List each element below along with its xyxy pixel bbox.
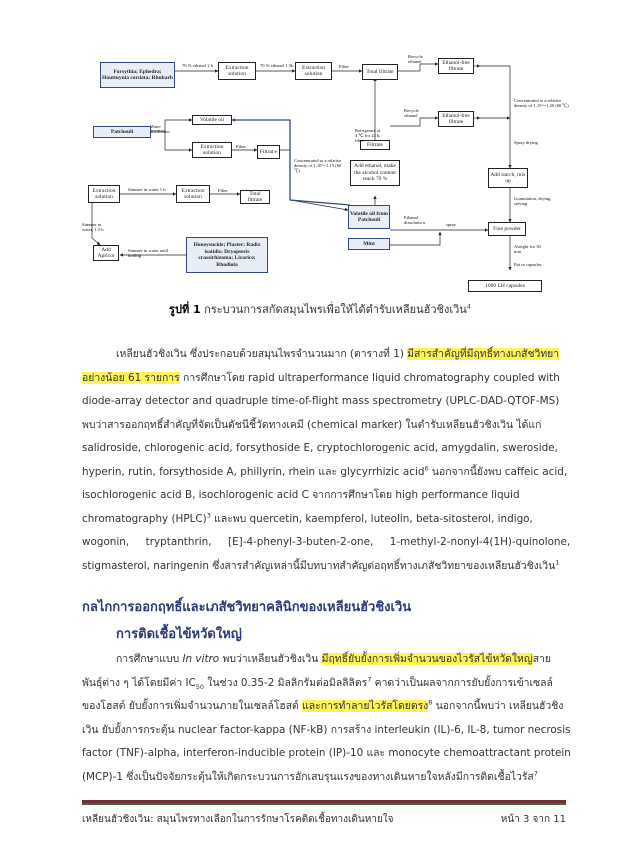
para1-line-6: hyperin, rutin, forsythoside A, phillyri… bbox=[82, 461, 568, 485]
flow-label-filter-3: Filter bbox=[218, 188, 228, 193]
para1-line-8: chromatography (HPLC)3 และพบ quercetin, … bbox=[82, 508, 566, 532]
ref-sup: 6 bbox=[424, 464, 429, 473]
page-number: หน้า 3 จาก 11 bbox=[500, 814, 566, 825]
footer-rule-top bbox=[82, 800, 566, 803]
extraction-solution-1-box: Extraction solution bbox=[218, 62, 256, 80]
flow-label-simmer-1h: Simmer in water 1 h bbox=[128, 187, 166, 192]
extraction-solution-5-box: Extraction solution bbox=[176, 185, 210, 203]
flow-label-simmer-boiling: Simmer in water until boiling bbox=[128, 248, 169, 259]
flow-label-ethanol-1-5h: 70 % ethanol 1.5h bbox=[260, 63, 294, 68]
para2-text: คาดว่าเป็นผลจากการยับยั้งการเข้าเซลล์ bbox=[371, 676, 553, 689]
flow-label-spray: spray bbox=[446, 222, 456, 227]
herbs-group-2-box: Honeysuckle; Plaster; Radix isatidis; Dr… bbox=[186, 237, 268, 273]
extraction-solution-4-box: Extraction solution bbox=[88, 185, 120, 203]
highlight-pharmacologic: มีสารสำคัญที่มีฤทธิ์ทางเภสัชวิทยา bbox=[407, 348, 560, 360]
para2-text: ในช่วง 0.35-2 มิลลิกรัมต่อมิลลิลิตร bbox=[204, 676, 368, 689]
highlight-61-items: อย่างน้อย 61 รายการ bbox=[82, 371, 180, 384]
extraction-solution-2-box: Extraction solution bbox=[295, 62, 332, 80]
para1-line-2: อย่างน้อย 61 รายการ การศึกษาโดย rapid ul… bbox=[82, 367, 566, 391]
flow-label-simmer-1-5h: Simmer in water, 1.5 h bbox=[82, 222, 104, 233]
extraction-solution-3-box: Extraction solution bbox=[192, 142, 232, 158]
para1-line-4: พบว่าสารออกฤทธิ์สำคัญที่จัดเป็นดัชนีชี้ว… bbox=[82, 418, 542, 431]
ref-sup: 7 bbox=[533, 769, 538, 778]
in-vitro-italic: In vitro bbox=[182, 653, 220, 665]
para2-text: ของโฮสต์ ยับยั้งการเพิ่มจำนวนภายในเซลล์โ… bbox=[82, 700, 303, 712]
total-filtrate-1-box: Total filtrate bbox=[362, 64, 398, 80]
para2-line-2: พันธุ์ต่าง ๆ ได้โดยมีค่า IC50 ในช่วง 0.3… bbox=[82, 672, 566, 696]
subsection-heading: การติดเชื้อไข้หวัดใหญ่ bbox=[116, 627, 242, 642]
para2-text: พบว่าเหลียนฮัวชิงเวิน bbox=[219, 653, 322, 665]
para1-line-9: wogonin, tryptanthrin, [E]-4-phenyl-3-bu… bbox=[82, 536, 571, 548]
figure-caption-label: รูปที่ 1 bbox=[169, 303, 201, 316]
para2-text: (MCP)-1 ซึ่งเป็นปัจจัยกระตุ้นให้เกิดกระบ… bbox=[82, 770, 534, 783]
herbs-group-1-box: Forsythia; Ephedra; Houttuynia cordata; … bbox=[100, 62, 175, 88]
para2-text: นอกจากนี้พบว่า เหลียนฮัวชิง bbox=[432, 700, 564, 712]
filtrate-small-box: Filtrat e bbox=[257, 145, 280, 159]
add-ethanol-box: Add ethanol, make the alcohol content re… bbox=[350, 160, 400, 186]
ic50-sub: 50 bbox=[195, 682, 205, 691]
para2-text: พันธุ์ต่าง ๆ ได้โดยมีค่า IC bbox=[82, 676, 196, 689]
para1-text: stigmasterol, naringenin ซึ่งสารสำคัญเหล… bbox=[82, 559, 556, 572]
para1-text: chromatography (HPLC) bbox=[82, 512, 207, 525]
para1-line-1: เหลียนฮัวชิงเวิน ซึ่งประกอบด้วยสมุนไพรจำ… bbox=[82, 343, 566, 367]
capsules-box: 1000 LH capsules bbox=[468, 280, 542, 292]
flow-label-airtight: Airtight for 30 min bbox=[514, 244, 541, 255]
flow-label-spray-drying: Spray drying bbox=[514, 140, 538, 145]
para2-text: สาย bbox=[532, 653, 551, 665]
flow-label-filter-2: Filter bbox=[236, 144, 246, 149]
highlight-inhibit-influenza: มีฤทธิ์ยับยั้งการเพิ่มจำนวนของไวรัสไข้หว… bbox=[321, 653, 533, 665]
para1-line-5: salidroside, chlorogenic acid, forsythos… bbox=[82, 442, 558, 454]
figure-caption: รูปที่ 1 กระบวนการสกัดสมุนไพรเพื่อให้ได้… bbox=[0, 300, 640, 318]
ethanol-free-filtrate-2-box: Ethanol-free filtrate bbox=[438, 111, 474, 127]
para1-text: hyperin, rutin, forsythoside A, phillyri… bbox=[82, 465, 425, 478]
mint-box: Mint bbox=[348, 238, 390, 250]
flow-label-granulation: Granulation, drying, sieving bbox=[514, 196, 552, 207]
volatile-oil-box: Volatile oil bbox=[192, 115, 232, 125]
para1-line-3: diode-array detector and quadruple time-… bbox=[82, 395, 560, 407]
para2-text: การศึกษาแบบ bbox=[116, 653, 183, 665]
total-filtrate-2-box: Total filtrate bbox=[240, 190, 270, 204]
para1-line-10: stigmasterol, naringenin ซึ่งสารสำคัญเหล… bbox=[82, 555, 566, 579]
filtrate-box: Filtrate bbox=[360, 140, 390, 150]
footer-title: เหลียนฮัวชิงเวิน: สมุนไพรทางเลือกในการรั… bbox=[82, 814, 394, 825]
flowchart-arrows bbox=[91, 62, 512, 271]
flow-label-ethanol-dissolution: Ethanol dissolutio n bbox=[404, 215, 426, 226]
patchouli-box: Patchouli bbox=[93, 126, 151, 138]
volatile-oil-patchouli-box: Volatile oil from Patchouli bbox=[348, 205, 390, 229]
flow-label-put-capsules: Put in capsules bbox=[514, 262, 542, 267]
para1-text: เหลียนฮัวชิงเวิน ซึ่งประกอบด้วยสมุนไพรจำ… bbox=[116, 348, 408, 360]
para1-text: นอกจากนี้ยังพบ caffeic acid, bbox=[428, 465, 568, 478]
ethanol-free-filtrate-1-box: Ethanol-free filtrate bbox=[438, 58, 474, 74]
para2-line-4: เวิน ยับยั้งการกระตุ้น nuclear factor-ka… bbox=[82, 723, 571, 736]
figure-caption-text: กระบวนการสกัดสมุนไพรเพื่อให้ได้ตำรับเหลี… bbox=[200, 303, 467, 316]
paragraph-compounds: เหลียนฮัวชิงเวิน ซึ่งประกอบด้วยสมุนไพรจำ… bbox=[82, 343, 571, 579]
flow-label-ethanol-2h: 70 % ethanol 2 h bbox=[182, 63, 214, 68]
para1-line-7: isochlorogenic acid B, isochlorogenic ac… bbox=[82, 489, 520, 501]
section-heading: กลไกการออกฤทธิ์และเภสัชวิทยาคลินิกของเหล… bbox=[82, 600, 412, 615]
flow-label-concentrated-1: Concentrated to a relative density of 1.… bbox=[514, 98, 569, 109]
ref-sup: 1 bbox=[555, 558, 560, 567]
flow-label-concentrated-2: Concentrated to a relative density of 1.… bbox=[294, 158, 342, 174]
para2-line-3: ของโฮสต์ ยับยั้งการเพิ่มจำนวนภายในเซลล์โ… bbox=[82, 695, 566, 719]
flow-label-recycle-ethanol-1: Recycle ethanol bbox=[408, 54, 423, 65]
highlight-direct-virucidal: และการทำลายไวรัสโดยตรง bbox=[302, 700, 429, 712]
ref-sup: 8 bbox=[428, 698, 433, 707]
para2-line-5: factor (TNF)-alpha, interferon-inducible… bbox=[82, 747, 571, 759]
figure-caption-ref: 4 bbox=[466, 302, 471, 311]
flow-label-refrigerate: Refrigerate at 4 ℃ for 24 h, filter bbox=[355, 128, 381, 144]
paragraph-influenza: การศึกษาแบบ In vitro พบว่าเหลียนฮัวชิงเว… bbox=[82, 648, 571, 790]
footer-rule-bottom bbox=[82, 803, 566, 805]
fine-powder-box: Fine powder bbox=[488, 222, 526, 236]
para1-text: และพบ quercetin, kaempferol, luteolin, b… bbox=[210, 512, 533, 525]
flow-label-recycle-ethanol-2: Recycle ethanol bbox=[404, 108, 419, 119]
ref-sup: 3 bbox=[206, 511, 211, 520]
flow-label-filter-1: Filter bbox=[339, 64, 349, 69]
add-starch-box: Add starch, mix up bbox=[488, 168, 528, 188]
para2-line-1: การศึกษาแบบ In vitro พบว่าเหลียนฮัวชิงเว… bbox=[82, 648, 566, 672]
ref-sup: 7 bbox=[367, 675, 372, 684]
add-apricot-box: Add Apricot bbox=[93, 245, 119, 261]
para2-line-6: (MCP)-1 ซึ่งเป็นปัจจัยกระตุ้นให้เกิดกระบ… bbox=[82, 766, 566, 790]
para1-text: การศึกษาโดย rapid ultraperformance liqui… bbox=[179, 371, 560, 384]
flow-label-water-distillation: Water distillation bbox=[150, 124, 170, 135]
